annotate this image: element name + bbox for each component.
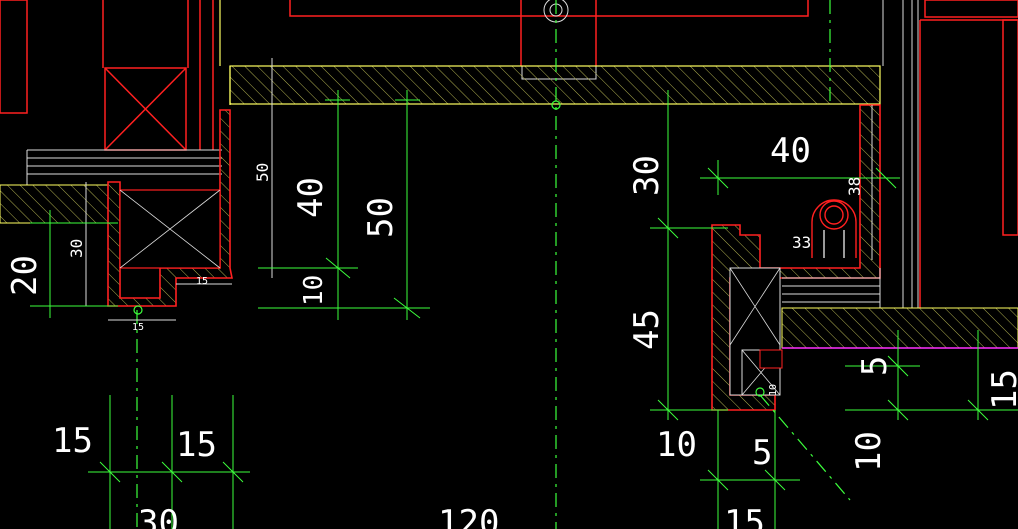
- right-floor-slab: [781, 307, 1018, 349]
- right-steps: [782, 268, 881, 308]
- dim-15-right: 15: [176, 425, 217, 465]
- dim-120-bottom: 120: [438, 503, 499, 529]
- dim-10-far-right: 10: [849, 431, 889, 472]
- dim-10-tiny: 10: [768, 384, 779, 396]
- left-floor-slab: [0, 184, 109, 224]
- dim-15-left: 15: [52, 421, 93, 461]
- dim-38: 38: [845, 177, 864, 196]
- dim-50-vertical: 50: [361, 197, 401, 238]
- dim-33: 33: [792, 233, 811, 252]
- top-left-wall-block: [0, 0, 214, 150]
- dim-30-right: 30: [627, 155, 667, 196]
- left-steps: [26, 149, 222, 185]
- center-node: [551, 100, 561, 110]
- dim-40-vertical: 40: [291, 177, 331, 218]
- dim-5-far-right: 5: [855, 356, 895, 376]
- vertical-yellow-frame-left: [219, 0, 231, 105]
- curtain-track-fixture: [811, 199, 857, 258]
- dim-20-left: 20: [5, 255, 45, 296]
- dim-45: 45: [627, 309, 667, 350]
- dim-10-vertical: 10: [299, 275, 329, 306]
- right-wall-lines: [882, 0, 919, 308]
- slab-band-top: [229, 65, 881, 105]
- dim-50-small: 50: [253, 163, 272, 182]
- left-centerline-node: [133, 305, 143, 315]
- right-node: [755, 387, 765, 397]
- right-frame-profile: [711, 104, 881, 411]
- dim-15-small-a: 15: [196, 276, 208, 287]
- centerlines: [136, 0, 851, 529]
- dim-40-right: 40: [770, 131, 811, 171]
- dim-30-bottom: 30: [138, 503, 179, 529]
- right-red-frame: [919, 0, 1018, 308]
- column-x-left: [104, 67, 187, 151]
- dim-5-bottom: 5: [752, 433, 772, 473]
- dim-15-bottom-right: 15: [724, 503, 765, 529]
- dimension-lines: [30, 58, 1018, 529]
- left-l-profile: [107, 109, 233, 307]
- dim-15-edge: 15: [985, 369, 1018, 410]
- top-beam-frame: [289, 0, 809, 66]
- dim-30-small: 30: [67, 239, 86, 258]
- dim-10-bottom: 10: [656, 425, 697, 465]
- dim-15-small-b: 15: [132, 322, 144, 333]
